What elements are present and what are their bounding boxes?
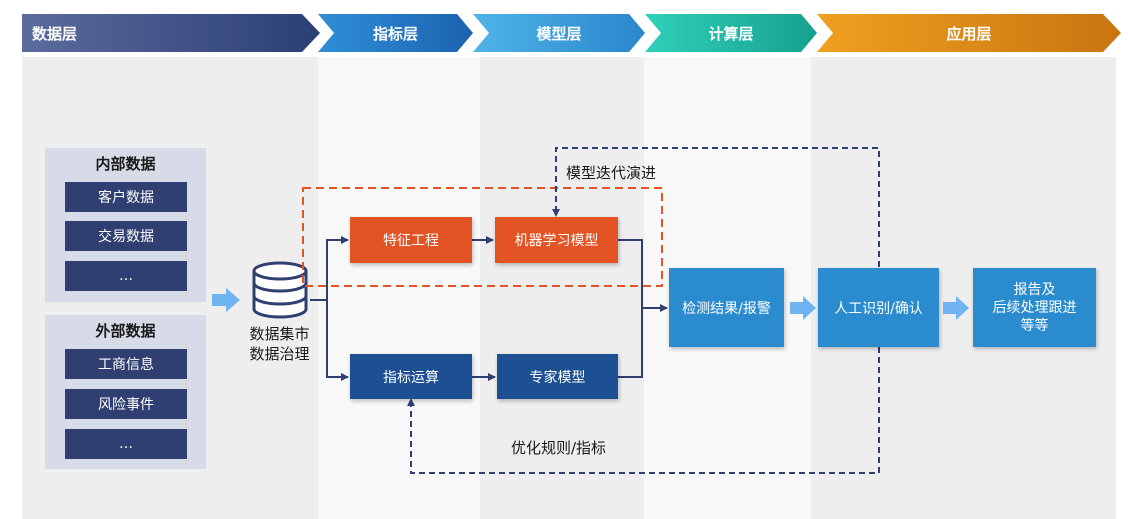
internal-item-customer: 客户数据 xyxy=(65,182,187,212)
layer-header-app: 应用层 xyxy=(817,14,1121,52)
internal-item-more: … xyxy=(65,261,187,291)
node-detection-result: 检测结果/报警 xyxy=(669,268,784,347)
connector-to-feature xyxy=(326,236,349,300)
layer-label: 应用层 xyxy=(946,24,992,43)
connector-ml-merge xyxy=(618,239,643,308)
layer-header-indicator: 指标层 xyxy=(318,14,473,52)
report-line3: 等等 xyxy=(1020,317,1049,334)
report-line2: 后续处理跟进 xyxy=(992,299,1077,316)
internal-item-transaction: 交易数据 xyxy=(65,221,187,251)
loop-optimize-rules xyxy=(407,347,880,474)
layer-label: 模型层 xyxy=(536,24,582,43)
layer-label: 指标层 xyxy=(372,24,418,43)
connector-expert-merge xyxy=(618,308,643,378)
datamart-line1: 数据集市 xyxy=(249,325,310,343)
highlight-box xyxy=(302,187,663,287)
layer-label: 计算层 xyxy=(708,24,754,43)
internal-data-title: 内部数据 xyxy=(95,155,156,173)
layer-label: 数据层 xyxy=(32,24,78,43)
external-item-risk: 风险事件 xyxy=(65,389,187,419)
loop-model-iteration xyxy=(552,147,880,267)
report-line1: 报告及 xyxy=(1013,281,1056,298)
node-report: 报告及 后续处理跟进 等等 xyxy=(973,268,1096,347)
node-feature-engineering: 特征工程 xyxy=(350,217,472,263)
external-item-more: … xyxy=(65,429,187,459)
layer-header-model: 模型层 xyxy=(473,14,645,52)
database-icon xyxy=(252,261,308,319)
node-indicator-calc: 指标运算 xyxy=(350,354,472,399)
layer-header-data: 数据层 xyxy=(22,14,320,52)
node-ml-model: 机器学习模型 xyxy=(495,217,618,263)
external-data-title: 外部数据 xyxy=(95,322,156,340)
fat-arrow-icon xyxy=(212,288,240,312)
fat-arrow-icon xyxy=(790,296,816,320)
column-bg-indicator xyxy=(318,57,480,519)
column-bg-model xyxy=(480,57,644,519)
datamart-line2: 数据治理 xyxy=(249,345,310,363)
node-manual-confirm: 人工识别/确认 xyxy=(818,268,939,347)
external-item-business: 工商信息 xyxy=(65,349,187,379)
optimize-rules-label: 优化规则/指标 xyxy=(511,439,607,457)
datamart-label: 数据集市 数据治理 xyxy=(232,324,327,364)
fat-arrow-icon xyxy=(943,296,969,320)
connector-to-indicator xyxy=(326,300,349,381)
layer-header-calc: 计算层 xyxy=(645,14,817,52)
model-iteration-label: 模型迭代演进 xyxy=(566,164,657,182)
node-expert-model: 专家模型 xyxy=(497,354,618,399)
